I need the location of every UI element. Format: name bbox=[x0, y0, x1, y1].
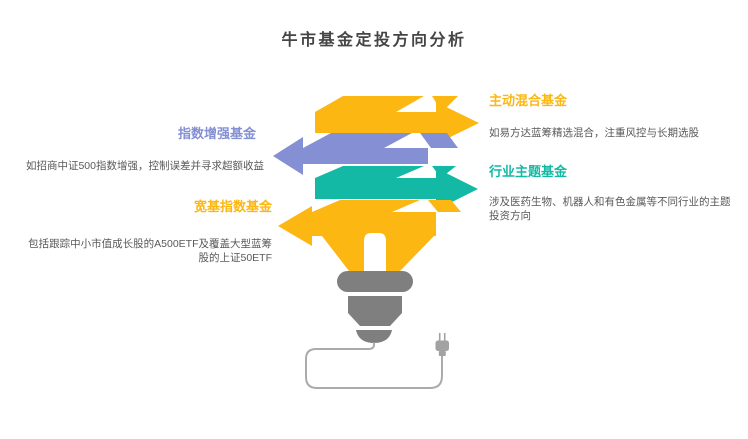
section-active-mixed: 主动混合基金 如易方达蓝筹精选混合，注重风控与长期选股 bbox=[489, 94, 699, 140]
arrow-fold bbox=[312, 200, 420, 212]
plug-neck bbox=[438, 351, 446, 356]
arrow-index-enhanced bbox=[273, 133, 458, 175]
section-heading-broad-index: 宽基指数基金 bbox=[193, 199, 272, 214]
section-desc-industry-theme: 涉及医药生物、机器人和有色金属等不同行业的主题 投资方向 bbox=[489, 195, 731, 223]
desc-line: 涉及医药生物、机器人和有色金属等不同行业的主题 bbox=[489, 196, 731, 208]
bulb-screw-cap bbox=[337, 271, 413, 292]
bulb-neck-slot bbox=[364, 233, 386, 272]
power-cord bbox=[305, 342, 443, 389]
arrow-head bbox=[436, 168, 478, 210]
arrow-head bbox=[278, 206, 312, 246]
power-plug bbox=[435, 333, 449, 356]
plug-body bbox=[435, 340, 449, 351]
arrow-fold-tip bbox=[432, 96, 458, 112]
section-desc-active-mixed: 如易方达蓝筹精选混合，注重风控与长期选股 bbox=[489, 126, 699, 140]
arrow-body bbox=[312, 212, 436, 236]
section-industry-theme: 行业主题基金 涉及医药生物、机器人和有色金属等不同行业的主题 投资方向 bbox=[489, 165, 731, 223]
arrow-fold bbox=[315, 96, 424, 112]
arrow-body bbox=[303, 148, 428, 164]
desc-line: 包括跟踪中小市值成长股的A500ETF及覆盖大型蓝筹 bbox=[28, 238, 272, 250]
desc-line: 如招商中证500指数增强，控制误差并寻求超额收益 bbox=[25, 160, 264, 172]
section-index-enhanced: 指数增强基金 如招商中证500指数增强，控制误差并寻求超额收益 bbox=[26, 126, 264, 173]
arrow-body bbox=[315, 178, 436, 199]
section-broad-index: 宽基指数基金 包括跟踪中小市值成长股的A500ETF及覆盖大型蓝筹 股的上证50… bbox=[28, 200, 272, 265]
section-heading-active-mixed: 主动混合基金 bbox=[489, 93, 568, 108]
arrow-head bbox=[273, 137, 303, 175]
arrow-industry-theme bbox=[315, 166, 478, 210]
arrow-active-mixed bbox=[315, 96, 479, 144]
section-desc-broad-index: 包括跟踪中小市值成长股的A500ETF及覆盖大型蓝筹 股的上证50ETF bbox=[28, 237, 272, 265]
desc-line: 投资方向 bbox=[489, 210, 531, 222]
arrow-fold bbox=[315, 166, 424, 178]
arrow-broad-index bbox=[278, 200, 461, 246]
desc-line: 股的上证50ETF bbox=[198, 252, 272, 264]
arrow-body bbox=[315, 112, 436, 133]
diagram-title: 牛市基金定投方向分析 bbox=[281, 32, 467, 49]
desc-line: 如易方达蓝筹精选混合，注重风控与长期选股 bbox=[489, 127, 699, 139]
arrow-fold-tail bbox=[428, 200, 461, 212]
bulb-base-body bbox=[348, 296, 402, 326]
section-heading-index-enhanced: 指数增强基金 bbox=[177, 126, 256, 141]
bulb-base bbox=[337, 271, 413, 343]
section-heading-industry-theme: 行业主题基金 bbox=[489, 164, 568, 179]
bulb-tip bbox=[356, 330, 392, 343]
section-desc-index-enhanced: 如招商中证500指数增强，控制误差并寻求超额收益 bbox=[26, 159, 264, 173]
arrow-fold-tail bbox=[420, 133, 458, 148]
arrow-fold bbox=[303, 133, 412, 148]
